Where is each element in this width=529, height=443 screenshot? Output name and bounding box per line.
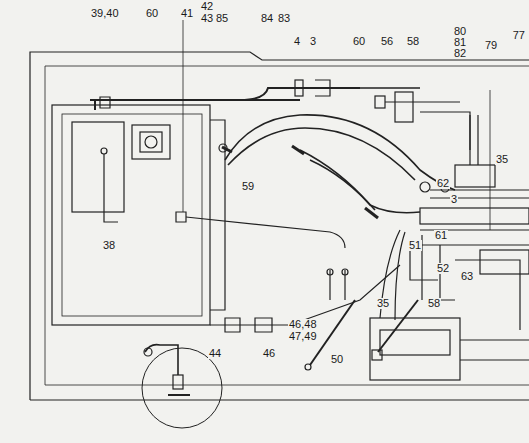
callout-number: 51 (408, 240, 422, 251)
callout-number: 61 (434, 230, 448, 241)
callout-number: 60 (352, 36, 366, 47)
callout-number: 41 (180, 8, 194, 19)
callout-number: 47,49 (288, 331, 318, 342)
callout-number: 59 (241, 181, 255, 192)
callout-number: 38 (102, 240, 116, 251)
callout-number: 4 (293, 36, 301, 47)
callout-number: 77 (512, 30, 526, 41)
callout-number: 82 (453, 48, 467, 59)
callout-number: 3 (309, 36, 317, 47)
callout-number: 50 (330, 354, 344, 365)
callout-number: 63 (460, 271, 474, 282)
callout-number: 62 (436, 178, 450, 189)
callout-number: 85 (215, 13, 229, 24)
callout-number: 42 (200, 1, 214, 12)
callout-number: 58 (427, 298, 441, 309)
callout-number: 80 (453, 26, 467, 37)
callout-number: 56 (380, 36, 394, 47)
callout-number: 83 (277, 13, 291, 24)
callout-number: 46,48 (288, 319, 318, 330)
callout-number: 84 (260, 13, 274, 24)
callout-number: 35 (376, 298, 390, 309)
callout-number: 3 (450, 194, 458, 205)
callout-number: 44 (208, 348, 222, 359)
callout-number: 52 (436, 263, 450, 274)
callout-number: 35 (495, 154, 509, 165)
callout-number: 79 (484, 40, 498, 51)
callout-number: 58 (406, 36, 420, 47)
callout-number: 43 (200, 13, 214, 24)
callout-number: 60 (145, 8, 159, 19)
callout-number: 46 (262, 348, 276, 359)
callout-number: 39,40 (90, 8, 120, 19)
callout-number: 81 (453, 37, 467, 48)
